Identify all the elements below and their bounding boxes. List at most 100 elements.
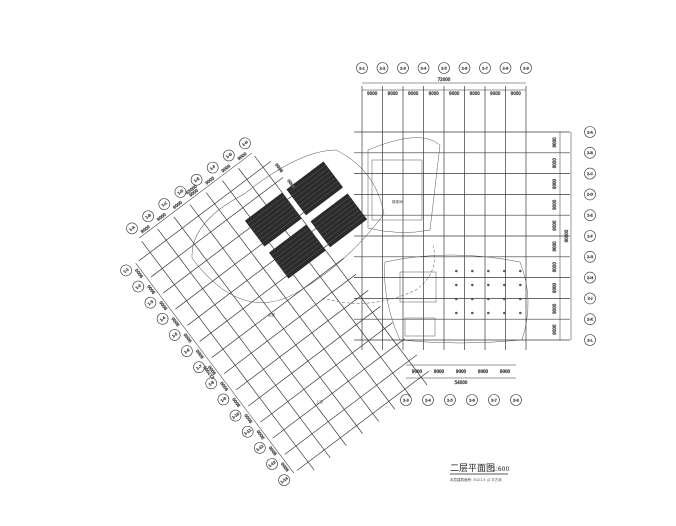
seat-row (283, 244, 321, 273)
axis-bubble (488, 394, 500, 406)
furniture-mark: ⊗ (487, 311, 490, 315)
seat-row (298, 177, 336, 206)
seat-row (249, 199, 287, 228)
axis-label: 1-8 (208, 380, 215, 387)
axis-label: 2-4 (421, 66, 427, 70)
grid-line (173, 216, 347, 446)
right-upper-outline (367, 137, 441, 233)
axis-label: 1-4 (159, 315, 167, 322)
dim-label: 9000 (449, 91, 460, 96)
axis-label: 2-6 (469, 398, 475, 402)
axis-label: 2-J (588, 297, 593, 301)
furniture-mark: ⊗ (503, 269, 506, 273)
dim-label: 9000 (156, 212, 168, 222)
left-lower-outline (322, 245, 435, 304)
dim-label: 9000 (408, 91, 419, 96)
axis-bubble (254, 442, 266, 454)
dim-label: 9000 (552, 178, 557, 189)
dim-label: 9000 (552, 282, 557, 293)
grid-line (248, 306, 381, 407)
axis-bubble (168, 329, 181, 341)
axis-bubble (584, 271, 596, 284)
left-block-detail: 1-A1-B1-C1-D1-E1-F1-G1-H9000900090009000… (120, 137, 435, 486)
axis-label: 1-G (225, 152, 233, 159)
seat-row (259, 212, 297, 241)
dim-label: 9000 (478, 369, 489, 374)
axis-bubble (144, 296, 157, 309)
axis-bubble (239, 137, 251, 150)
axis-label: 2-1 (359, 66, 365, 70)
furniture-mark: ⊗ (503, 297, 506, 301)
axis-label: 2-2 (380, 66, 386, 70)
axis-bubble (584, 250, 596, 263)
axis-label: 2-4 (425, 398, 431, 402)
axis-label: 2-8 (503, 66, 509, 70)
dim-label: 9000 (552, 137, 557, 148)
dim-label: 9000 (140, 224, 152, 234)
dim-label: 9000 (172, 199, 184, 209)
axis-bubble (466, 394, 478, 406)
seat-row (278, 237, 316, 266)
dim-total: 90000 (564, 229, 569, 242)
furniture-mark: ⊗ (487, 297, 490, 301)
furniture-mark: ⊗ (503, 283, 506, 287)
grid-line (235, 290, 369, 391)
grid-line (157, 228, 331, 459)
room-tag-1: 走廊 (268, 312, 276, 317)
grid-line (205, 192, 379, 422)
seat-row (286, 247, 323, 276)
axis-bubble (193, 361, 205, 374)
dim-label: 9000 (236, 151, 248, 161)
axis-label: 2-L (587, 338, 592, 342)
furniture-mark: ⊗ (471, 297, 474, 301)
core-tag: 楼梯间 (392, 199, 403, 204)
grid-line (296, 370, 430, 471)
dim-label: 9000 (500, 369, 511, 374)
dim-label: 9000 (280, 461, 290, 473)
axis-label: 2-C (587, 172, 593, 176)
axis-bubble (584, 209, 596, 221)
axis-bubble (584, 230, 596, 242)
axis-label: 1-7 (196, 364, 203, 371)
grid-line (138, 160, 272, 262)
dim-label: 9000 (219, 380, 229, 392)
axis-label: 2-E (587, 214, 593, 218)
seat-row (320, 206, 358, 235)
axis-bubble (120, 264, 132, 277)
grid-line (223, 273, 357, 374)
axis-label: 2-G (587, 255, 594, 259)
axis-label: 1-13 (268, 460, 277, 468)
dim-label: 9000 (429, 91, 440, 96)
axis-label: 2-F (587, 234, 593, 238)
seat-row (257, 208, 295, 237)
grid-line (189, 204, 363, 434)
axis-label: 1-12 (256, 444, 265, 452)
grid-line (254, 155, 428, 386)
axis-label: 1-1 (123, 267, 130, 274)
axis-bubble (223, 149, 235, 162)
axis-bubble (422, 394, 434, 406)
axis-label: 2-A (587, 130, 593, 134)
furniture-mark: ⊗ (455, 269, 458, 273)
seat-row (273, 231, 311, 260)
dim-label: 9000 (182, 332, 192, 344)
grid-line (211, 257, 345, 358)
dim-total: 54000 (455, 380, 468, 385)
seat-row (261, 215, 299, 244)
dim-label: 9000 (146, 284, 156, 296)
axis-label: 2-D (587, 193, 593, 197)
dim-label: 9000 (220, 163, 232, 173)
axis-bubble (126, 222, 138, 235)
axis-bubble (266, 458, 278, 470)
axis-bubble (584, 313, 596, 326)
axis-bubble (400, 394, 412, 406)
axis-label: 1-10 (231, 412, 240, 420)
axis-label: 2-7 (482, 66, 488, 70)
furniture-mark: ⊗ (471, 311, 474, 315)
axis-label: 2-6 (462, 66, 468, 70)
dim-line (139, 152, 253, 239)
furniture-mark: ⊗ (455, 297, 458, 301)
axis-label: 2-7 (491, 398, 497, 402)
dim-label: 9000 (552, 241, 557, 252)
axis-bubble (458, 62, 471, 74)
